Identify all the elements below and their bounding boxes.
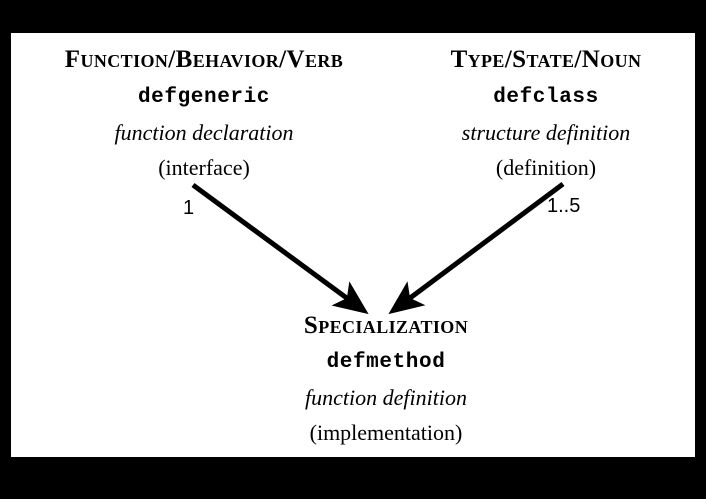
arrow-generic-to-method <box>191 182 369 315</box>
node-subtitle: function definition <box>305 385 467 410</box>
node-subtitle: function declaration <box>114 120 294 145</box>
node-function-behavior-verb: Function/Behavior/Verb defgeneric functi… <box>11 33 397 182</box>
diagram-paper: Function/Behavior/Verb defgeneric functi… <box>11 33 695 457</box>
node-role: (implementation) <box>309 420 463 445</box>
node-code-label: defmethod <box>326 351 446 374</box>
node-code-label: defclass <box>493 86 599 109</box>
node-role: (definition) <box>495 155 597 180</box>
node-type-state-noun: Type/State/Noun defclass structure defin… <box>397 33 695 182</box>
edge-label-cardinality-left: 1 <box>183 197 195 219</box>
node-specialization: Specialization defmethod function defini… <box>131 311 641 447</box>
node-heading: Type/State/Noun <box>450 46 642 73</box>
node-heading: Specialization <box>303 312 469 339</box>
node-heading: Function/Behavior/Verb <box>64 46 344 73</box>
node-role: (interface) <box>158 155 250 180</box>
node-subtitle: structure definition <box>461 120 631 145</box>
node-code-label: defgeneric <box>137 86 271 109</box>
edge-label-cardinality-right: 1..5 <box>547 195 581 217</box>
arrow-class-to-method <box>388 181 565 315</box>
